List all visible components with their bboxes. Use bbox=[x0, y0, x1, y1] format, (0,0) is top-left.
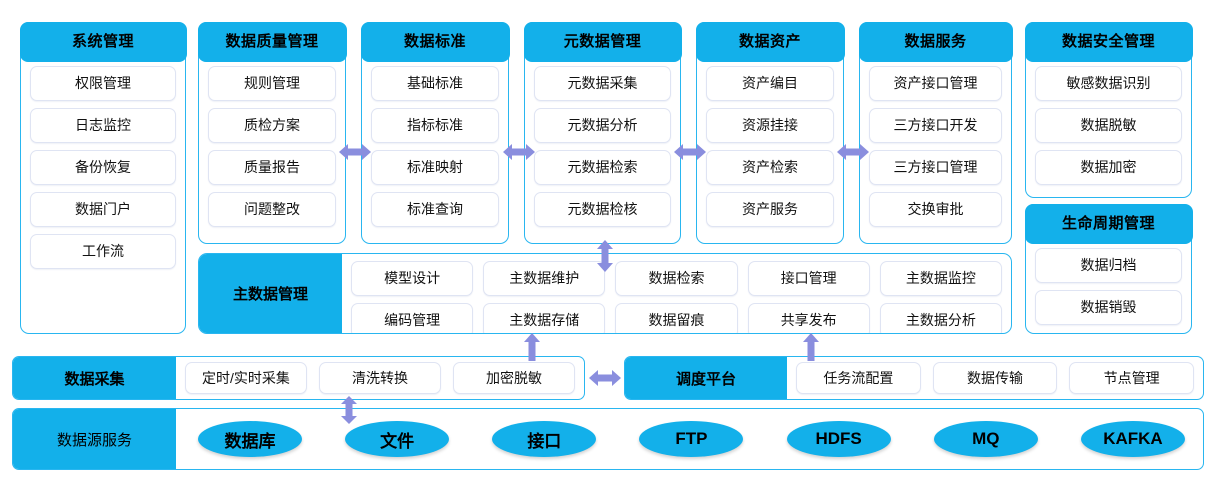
data-source-list: 数据库 文件 接口 FTP HDFS MQ KAFKA bbox=[176, 409, 1203, 469]
item-standard-query[interactable]: 标准查询 bbox=[371, 192, 499, 227]
item-permission-management[interactable]: 权限管理 bbox=[30, 66, 176, 101]
item-scheduled-realtime-collection[interactable]: 定时/实时采集 bbox=[185, 362, 307, 394]
item-exchange-approval[interactable]: 交换审批 bbox=[869, 192, 1002, 227]
panel-title: 数据安全管理 bbox=[1024, 21, 1193, 62]
band-title: 数据源服务 bbox=[13, 409, 176, 469]
item-data-masking[interactable]: 数据脱敏 bbox=[1035, 108, 1182, 143]
source-mq[interactable]: MQ bbox=[933, 421, 1038, 457]
band-title: 数据采集 bbox=[13, 357, 176, 399]
arrow-asset-to-service bbox=[837, 141, 869, 163]
panel-title: 数据标准 bbox=[360, 21, 510, 62]
panel-system-management[interactable]: 系统管理 权限管理 日志监控 备份恢复 数据门户 工作流 bbox=[19, 21, 187, 334]
panel-data-asset[interactable]: 数据资产 资产编目 资源挂接 资产检索 资产服务 bbox=[695, 21, 845, 244]
item-coding-management[interactable]: 编码管理 bbox=[351, 303, 474, 333]
item-data-trace[interactable]: 数据留痕 bbox=[615, 303, 738, 333]
item-master-data-maintenance[interactable]: 主数据维护 bbox=[483, 261, 606, 296]
panel-title: 数据服务 bbox=[858, 21, 1013, 62]
item-metadata-analysis[interactable]: 元数据分析 bbox=[534, 108, 671, 143]
arrow-collection-to-source bbox=[338, 396, 360, 424]
source-hdfs[interactable]: HDFS bbox=[786, 421, 891, 457]
item-asset-retrieval[interactable]: 资产检索 bbox=[706, 150, 834, 185]
arrow-masterdata-to-collection bbox=[521, 333, 543, 361]
panel-metadata-management[interactable]: 元数据管理 元数据采集 元数据分析 元数据检索 元数据检核 bbox=[523, 21, 682, 244]
panel-title: 系统管理 bbox=[19, 21, 187, 62]
item-task-flow-configuration[interactable]: 任务流配置 bbox=[796, 362, 921, 394]
panel-title: 数据质量管理 bbox=[197, 21, 347, 62]
panel-items: 元数据采集 元数据分析 元数据检索 元数据检核 bbox=[525, 60, 680, 243]
item-standard-mapping[interactable]: 标准映射 bbox=[371, 150, 499, 185]
band-data-collection[interactable]: 数据采集 定时/实时采集 清洗转换 加密脱敏 bbox=[12, 356, 585, 400]
arrow-metadata-to-masterdata bbox=[594, 240, 616, 272]
panel-data-security-management[interactable]: 数据安全管理 敏感数据识别 数据脱敏 数据加密 bbox=[1024, 21, 1193, 198]
item-quality-report[interactable]: 质量报告 bbox=[208, 150, 336, 185]
item-encryption-masking[interactable]: 加密脱敏 bbox=[453, 362, 575, 394]
item-third-party-interface-development[interactable]: 三方接口开发 bbox=[869, 108, 1002, 143]
source-interface[interactable]: 接口 bbox=[492, 421, 597, 457]
item-data-portal[interactable]: 数据门户 bbox=[30, 192, 176, 227]
panel-title: 主数据管理 bbox=[199, 254, 342, 333]
arrow-quality-to-standard bbox=[339, 141, 371, 163]
collection-items: 定时/实时采集 清洗转换 加密脱敏 bbox=[176, 357, 584, 399]
item-data-encryption[interactable]: 数据加密 bbox=[1035, 150, 1182, 185]
item-data-archiving[interactable]: 数据归档 bbox=[1035, 248, 1182, 283]
item-rule-management[interactable]: 规则管理 bbox=[208, 66, 336, 101]
arrow-metadata-to-asset bbox=[674, 141, 706, 163]
item-workflow[interactable]: 工作流 bbox=[30, 234, 176, 269]
item-sensitive-data-identification[interactable]: 敏感数据识别 bbox=[1035, 66, 1182, 101]
source-file[interactable]: 文件 bbox=[345, 421, 450, 457]
item-share-publish[interactable]: 共享发布 bbox=[747, 303, 870, 333]
item-cleaning-transformation[interactable]: 清洗转换 bbox=[319, 362, 441, 394]
source-database[interactable]: 数据库 bbox=[198, 421, 302, 457]
panel-data-quality-management[interactable]: 数据质量管理 规则管理 质检方案 质量报告 问题整改 bbox=[197, 21, 347, 244]
panel-title: 元数据管理 bbox=[523, 21, 682, 62]
item-asset-interface-management[interactable]: 资产接口管理 bbox=[869, 66, 1002, 101]
item-asset-service[interactable]: 资产服务 bbox=[706, 192, 834, 227]
item-master-data-monitoring[interactable]: 主数据监控 bbox=[879, 261, 1002, 296]
band-scheduling-platform[interactable]: 调度平台 任务流配置 数据传输 节点管理 bbox=[624, 356, 1204, 400]
item-basic-standard[interactable]: 基础标准 bbox=[371, 66, 499, 101]
panel-lifecycle-management[interactable]: 生命周期管理 数据归档 数据销毁 bbox=[1024, 203, 1193, 334]
panel-title: 生命周期管理 bbox=[1024, 203, 1193, 244]
panel-data-service[interactable]: 数据服务 资产接口管理 三方接口开发 三方接口管理 交换审批 bbox=[858, 21, 1013, 244]
band-title: 调度平台 bbox=[625, 357, 787, 399]
panel-title: 数据资产 bbox=[695, 21, 845, 62]
item-quality-inspection-plan[interactable]: 质检方案 bbox=[208, 108, 336, 143]
panel-items: 敏感数据识别 数据脱敏 数据加密 bbox=[1026, 60, 1191, 197]
source-kafka[interactable]: KAFKA bbox=[1080, 421, 1185, 457]
item-issue-rectification[interactable]: 问题整改 bbox=[208, 192, 336, 227]
item-asset-catalog[interactable]: 资产编目 bbox=[706, 66, 834, 101]
panel-items: 权限管理 日志监控 备份恢复 数据门户 工作流 bbox=[21, 60, 185, 333]
arrow-masterdata-to-scheduler bbox=[800, 333, 822, 361]
panel-items: 资产编目 资源挂接 资产检索 资产服务 bbox=[697, 60, 843, 243]
source-ftp[interactable]: FTP bbox=[639, 421, 744, 457]
item-master-data-analysis[interactable]: 主数据分析 bbox=[879, 303, 1002, 333]
item-node-management[interactable]: 节点管理 bbox=[1069, 362, 1195, 394]
panel-items: 数据归档 数据销毁 bbox=[1026, 242, 1191, 333]
item-data-transmission[interactable]: 数据传输 bbox=[932, 362, 1058, 394]
panel-items: 规则管理 质检方案 质量报告 问题整改 bbox=[199, 60, 345, 243]
arrow-collection-to-scheduler bbox=[589, 367, 621, 389]
panel-items: 资产接口管理 三方接口开发 三方接口管理 交换审批 bbox=[860, 60, 1011, 243]
item-data-destruction[interactable]: 数据销毁 bbox=[1035, 290, 1182, 325]
item-third-party-interface-management[interactable]: 三方接口管理 bbox=[869, 150, 1002, 185]
item-indicator-standard[interactable]: 指标标准 bbox=[371, 108, 499, 143]
panel-data-standard[interactable]: 数据标准 基础标准 指标标准 标准映射 标准查询 bbox=[360, 21, 510, 244]
item-data-retrieval[interactable]: 数据检索 bbox=[615, 261, 738, 296]
item-interface-management[interactable]: 接口管理 bbox=[747, 261, 870, 296]
master-data-items: 模型设计 主数据维护 数据检索 接口管理 主数据监控 编码管理 主数据存储 数据… bbox=[342, 254, 1011, 333]
band-data-source-service[interactable]: 数据源服务 数据库 文件 接口 FTP HDFS MQ KAFKA bbox=[12, 408, 1204, 470]
item-metadata-retrieval[interactable]: 元数据检索 bbox=[534, 150, 671, 185]
item-backup-recovery[interactable]: 备份恢复 bbox=[30, 150, 176, 185]
item-resource-mounting[interactable]: 资源挂接 bbox=[706, 108, 834, 143]
arrow-standard-to-metadata bbox=[503, 141, 535, 163]
item-master-data-storage[interactable]: 主数据存储 bbox=[483, 303, 606, 333]
scheduler-items: 任务流配置 数据传输 节点管理 bbox=[787, 357, 1203, 399]
item-model-design[interactable]: 模型设计 bbox=[351, 261, 474, 296]
panel-items: 基础标准 指标标准 标准映射 标准查询 bbox=[362, 60, 508, 243]
item-metadata-verification[interactable]: 元数据检核 bbox=[534, 192, 671, 227]
item-metadata-collection[interactable]: 元数据采集 bbox=[534, 66, 671, 101]
item-log-monitoring[interactable]: 日志监控 bbox=[30, 108, 176, 143]
